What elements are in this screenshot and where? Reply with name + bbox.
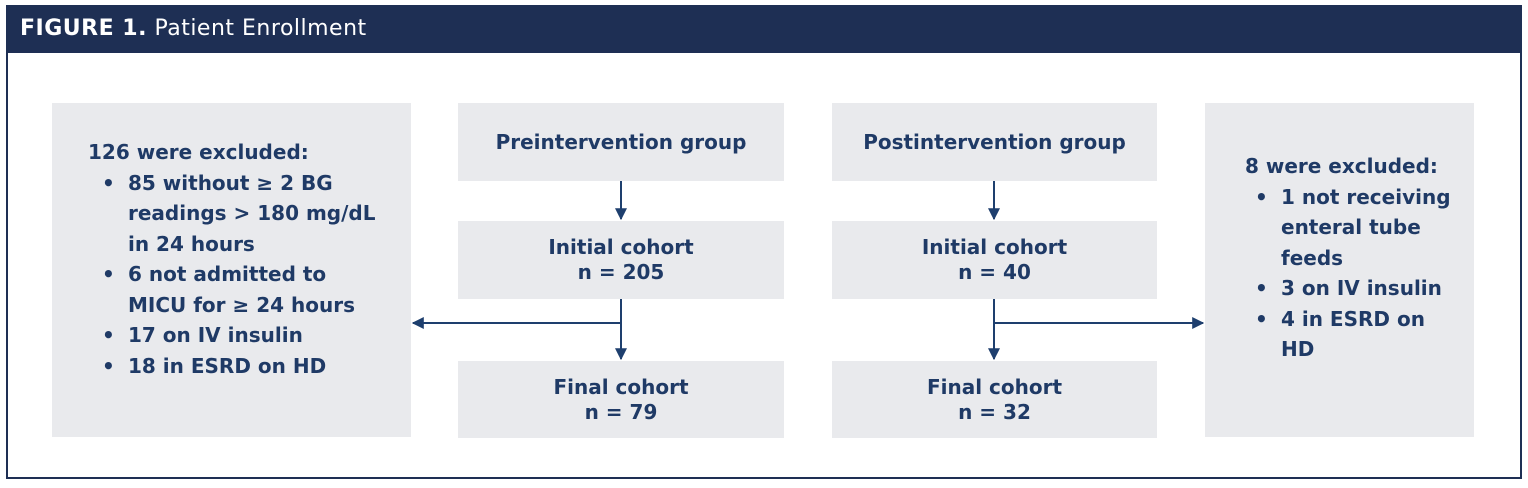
post-initial-n: n = 40 — [958, 260, 1031, 284]
right-exclusion-heading: 8 were excluded: — [1245, 154, 1438, 178]
right-exclusion-item: 4 in ESRD on HD — [1241, 304, 1462, 365]
right-exclusion-item: 3 on IV insulin — [1241, 273, 1462, 304]
pre-group-box: Preintervention group — [458, 103, 784, 181]
left-exclusion-item: 18 in ESRD on HD — [88, 351, 383, 382]
figure-title-bar: FIGURE 1. Patient Enrollment — [8, 7, 1520, 53]
figure-frame: FIGURE 1. Patient Enrollment — [6, 5, 1522, 479]
figure-title-text: Patient Enrollment — [154, 16, 367, 41]
post-initial-cohort-box: Initial cohort n = 40 — [832, 221, 1157, 299]
right-exclusion-item: 1 not receiving enteral tube feeds — [1241, 182, 1462, 274]
post-final-n: n = 32 — [958, 399, 1031, 424]
right-exclusion-box: 8 were excluded: 1 not receiving enteral… — [1205, 103, 1474, 437]
pre-final-cohort-box: Final cohort n = 79 — [458, 361, 784, 438]
right-exclusion-list: 1 not receiving enteral tube feeds 3 on … — [1241, 182, 1462, 365]
figure-title: FIGURE 1. Patient Enrollment — [20, 16, 367, 41]
left-exclusion-item: 85 without ≥ 2 BG readings > 180 mg/dL i… — [88, 168, 383, 260]
post-final-label: Final cohort — [926, 374, 1063, 399]
post-final-cohort-box: Final cohort n = 32 — [832, 361, 1157, 438]
post-group-box: Postintervention group — [832, 103, 1157, 181]
left-exclusion-heading: 126 were excluded: — [88, 140, 309, 164]
pre-initial-label: Initial cohort — [548, 235, 694, 259]
pre-final-label: Final cohort — [553, 374, 689, 399]
left-exclusion-box: 126 were excluded: 85 without ≥ 2 BG rea… — [52, 103, 411, 437]
left-exclusion-list: 85 without ≥ 2 BG readings > 180 mg/dL i… — [88, 168, 383, 382]
left-exclusion-item: 17 on IV insulin — [88, 320, 383, 351]
figure-label: FIGURE 1. — [20, 16, 147, 41]
pre-group-title: Preintervention group — [495, 129, 747, 154]
pre-final-n: n = 79 — [584, 399, 658, 424]
post-initial-label: Initial cohort — [921, 235, 1068, 259]
pre-initial-n: n = 205 — [577, 260, 665, 284]
post-group-title: Postintervention group — [863, 129, 1126, 154]
left-exclusion-item: 6 not admitted to MICU for ≥ 24 hours — [88, 259, 383, 320]
pre-initial-cohort-box: Initial cohort n = 205 — [458, 221, 784, 299]
